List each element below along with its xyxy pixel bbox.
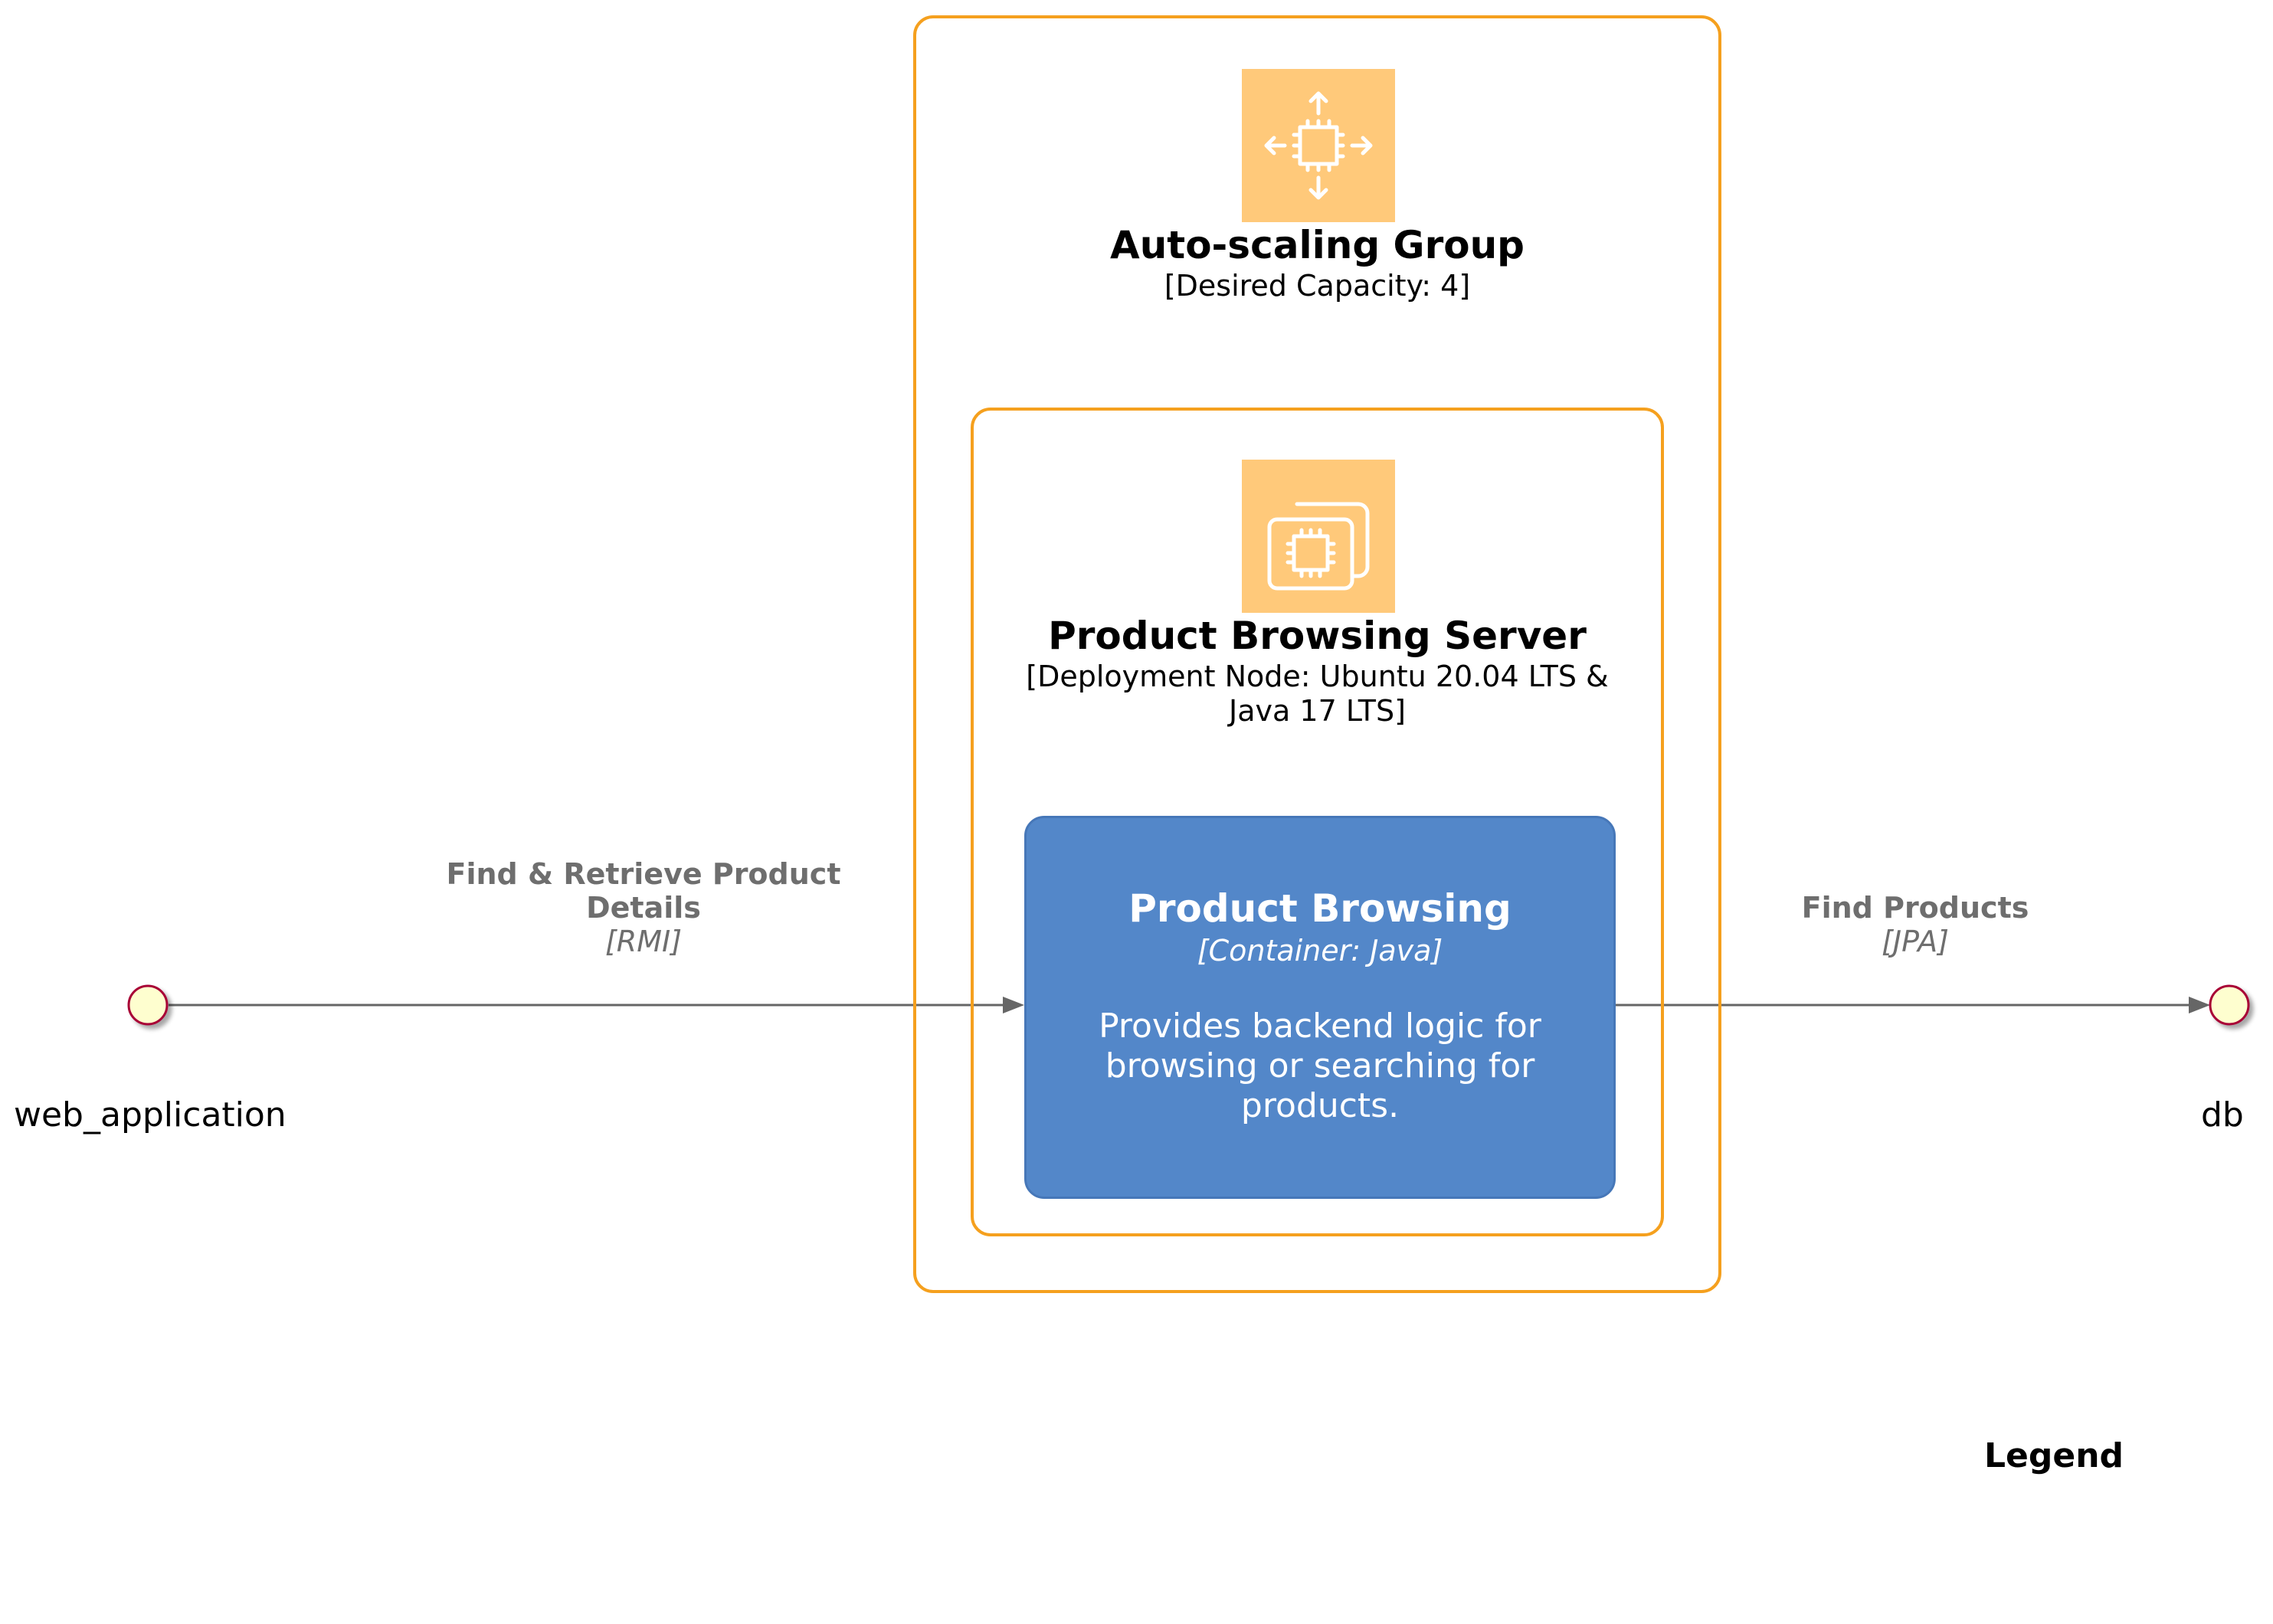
product-browsing-server-node[interactable] [971, 408, 1664, 1236]
inbound-edge-label-line2: Details [586, 891, 701, 925]
container-title: Product Browsing [1128, 886, 1512, 931]
product-browsing-server-subtitle-line1: [Deployment Node: Ubuntu 20.04 LTS & [1026, 660, 1609, 693]
auto-scaling-group-subtitle: [Desired Capacity: 4] [1164, 269, 1471, 303]
product-browsing-server-subtitle-line2: Java 17 LTS] [1229, 694, 1406, 728]
product-browsing-container[interactable]: Product Browsing [Container: Java] Provi… [1024, 816, 1616, 1199]
db-endpoint[interactable] [2209, 984, 2250, 1026]
web-application-endpoint[interactable] [127, 984, 169, 1026]
container-description-line1: Provides backend logic for [1099, 1007, 1541, 1046]
container-technology: [Container: Java] [1197, 934, 1443, 968]
auto-scaling-group-node[interactable] [913, 15, 1721, 1293]
inbound-edge-technology: [RMI] [604, 925, 683, 958]
inbound-edge-label-line1: Find & Retrieve Product [446, 857, 841, 891]
auto-scaling-icon [1242, 69, 1395, 222]
inbound-edge-arrowhead [1003, 997, 1024, 1013]
outbound-edge-arrowhead [2189, 997, 2210, 1013]
legend-title: Legend [1984, 1436, 2124, 1475]
container-description-line3: products. [1240, 1086, 1400, 1125]
outbound-edge-technology: [JPA] [1882, 925, 1949, 958]
auto-scaling-group-title: Auto-scaling Group [1110, 223, 1525, 267]
container-description-line2: browsing or searching for [1105, 1046, 1535, 1085]
db-label: db [2201, 1095, 2244, 1135]
outbound-edge-label: Find Products [1801, 891, 2029, 925]
product-browsing-server-title: Product Browsing Server [1048, 614, 1587, 658]
web-application-label: web_application [14, 1095, 287, 1135]
ec2-instances-icon [1242, 460, 1395, 613]
